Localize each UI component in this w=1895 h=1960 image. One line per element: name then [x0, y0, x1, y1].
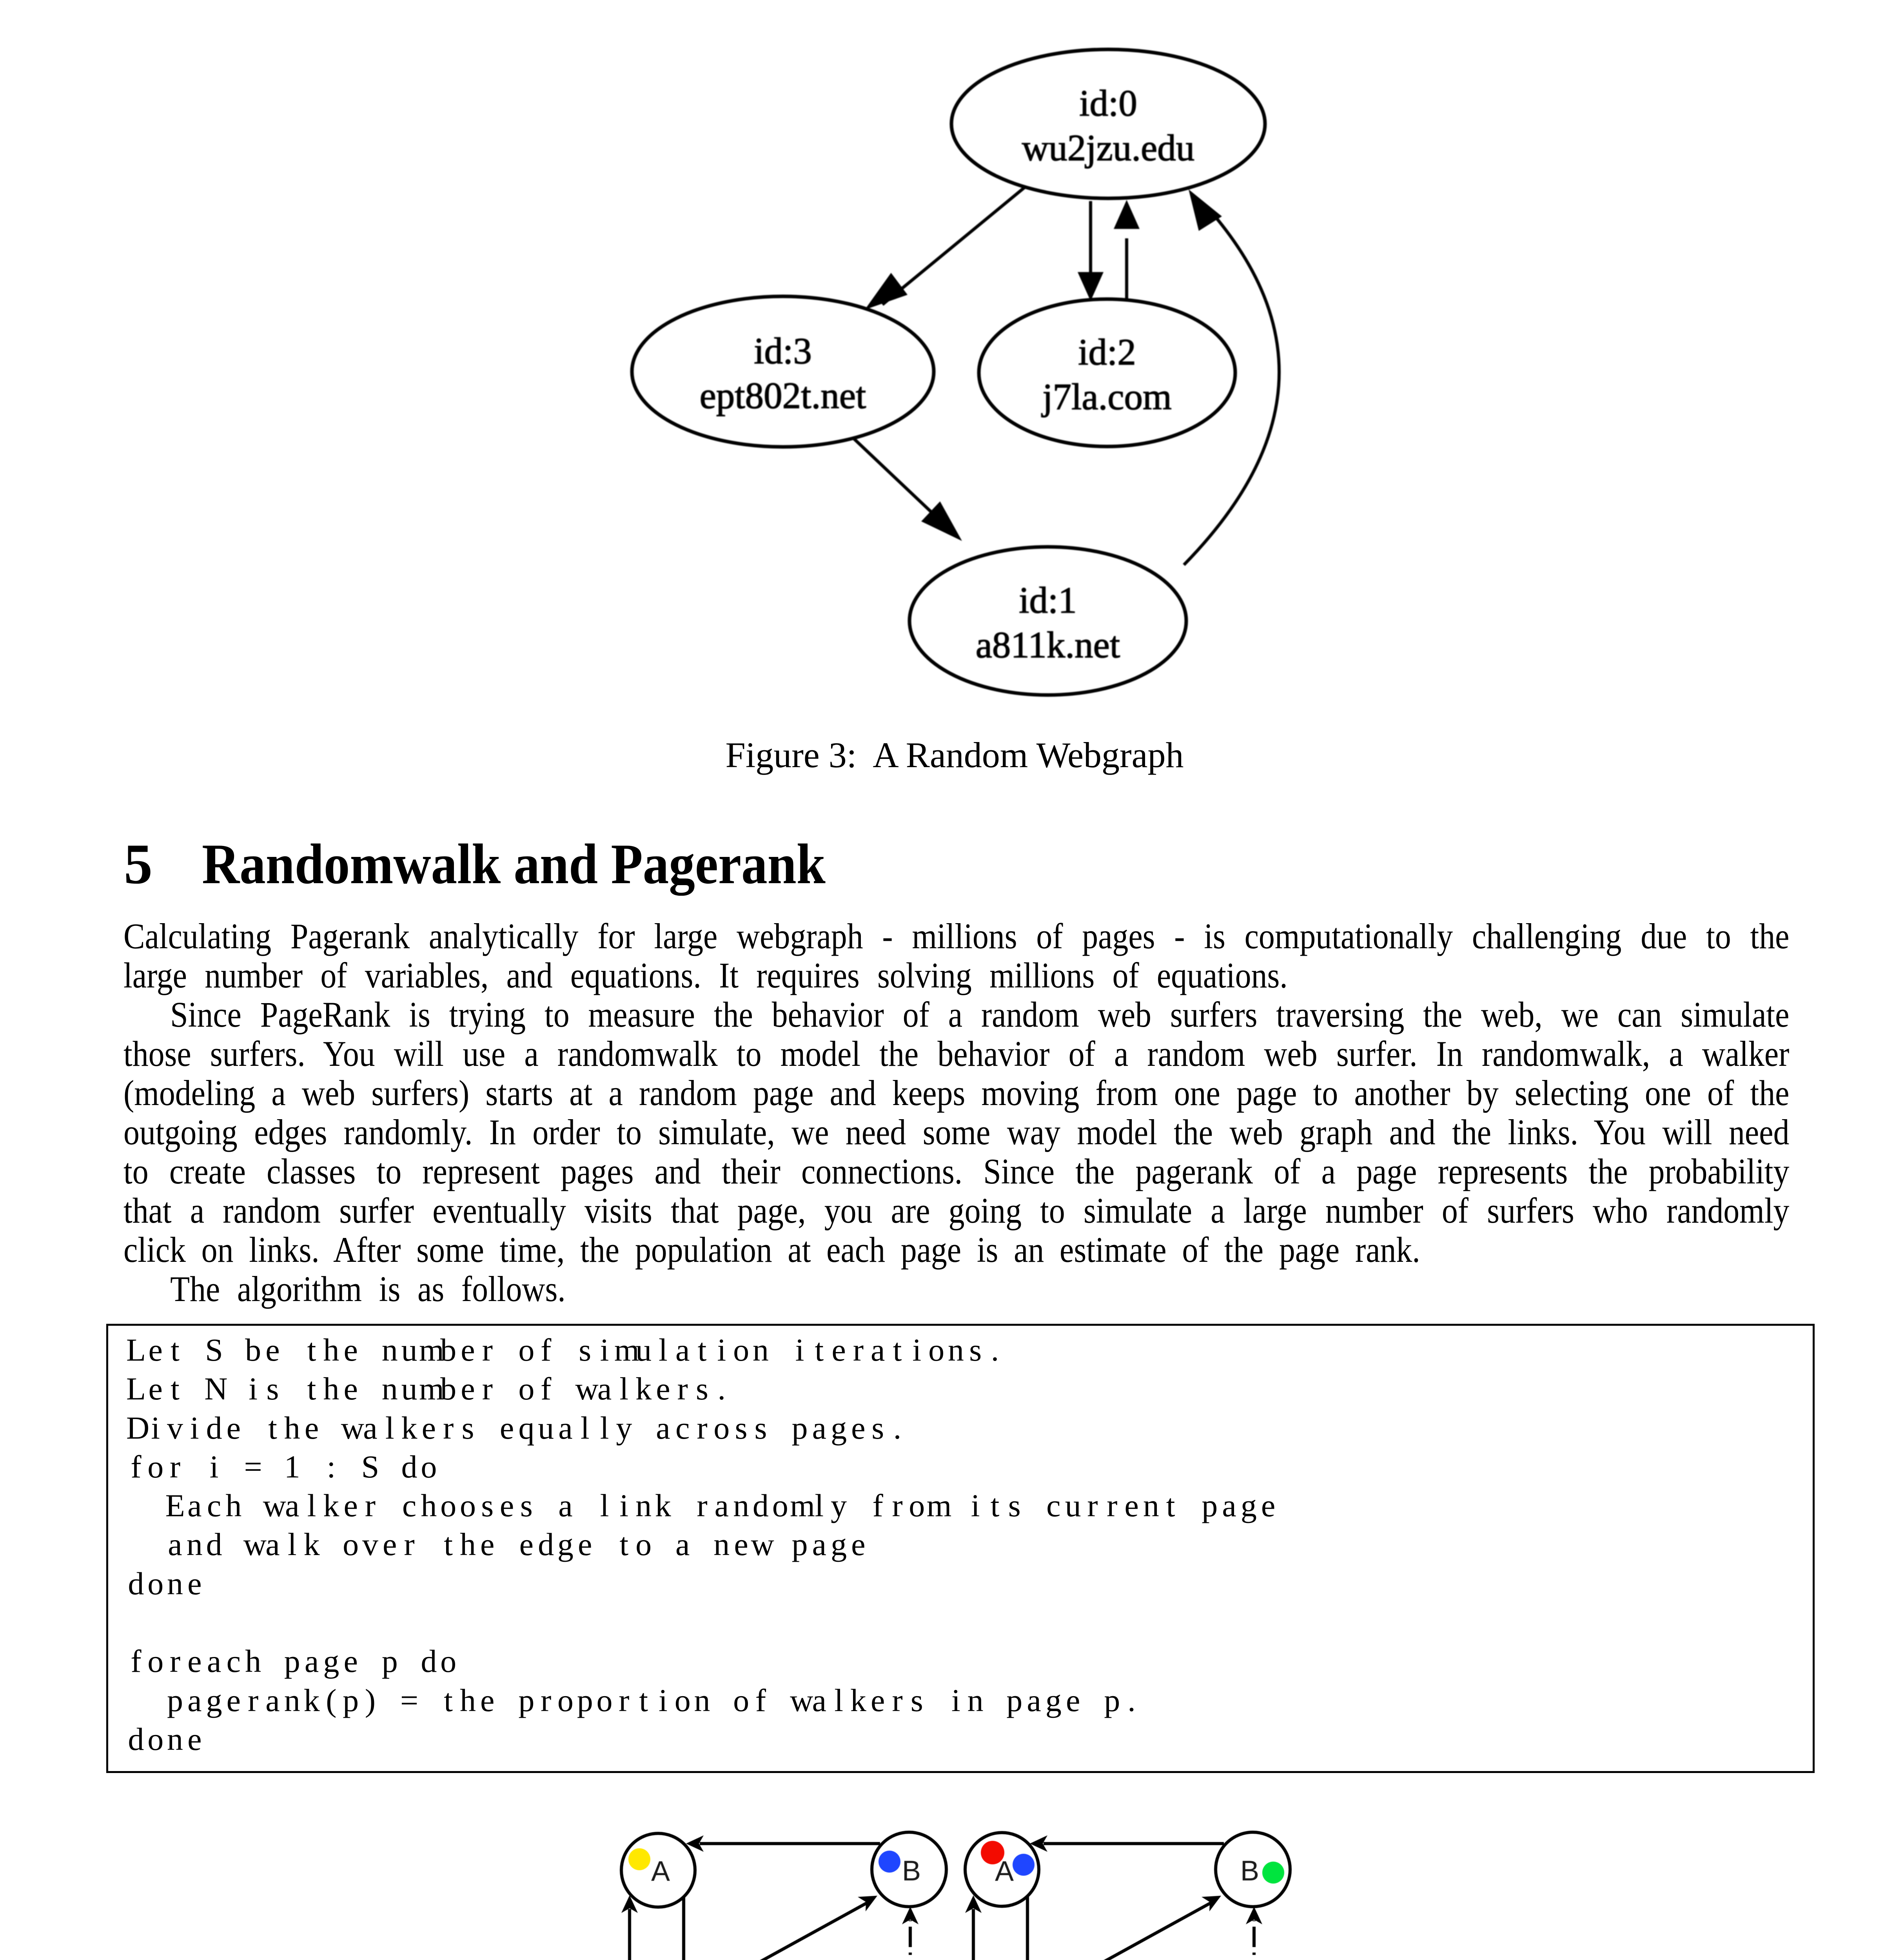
svg-text:A: A — [651, 1856, 670, 1887]
svg-text:a811k.net: a811k.net — [976, 624, 1120, 666]
svg-text:id:3: id:3 — [754, 330, 812, 372]
svg-text:id:2: id:2 — [1078, 331, 1136, 373]
svg-text:wu2jzu.edu: wu2jzu.edu — [1022, 127, 1195, 169]
svg-text:B: B — [902, 1855, 921, 1887]
svg-text:id:1: id:1 — [1019, 579, 1077, 621]
svg-text:A: A — [995, 1856, 1014, 1887]
svg-text:B: B — [1240, 1855, 1259, 1887]
svg-text:j7la.com: j7la.com — [1041, 376, 1172, 417]
svg-text:ept802t.net: ept802t.net — [700, 375, 866, 416]
svg-text:id:0: id:0 — [1079, 82, 1137, 124]
